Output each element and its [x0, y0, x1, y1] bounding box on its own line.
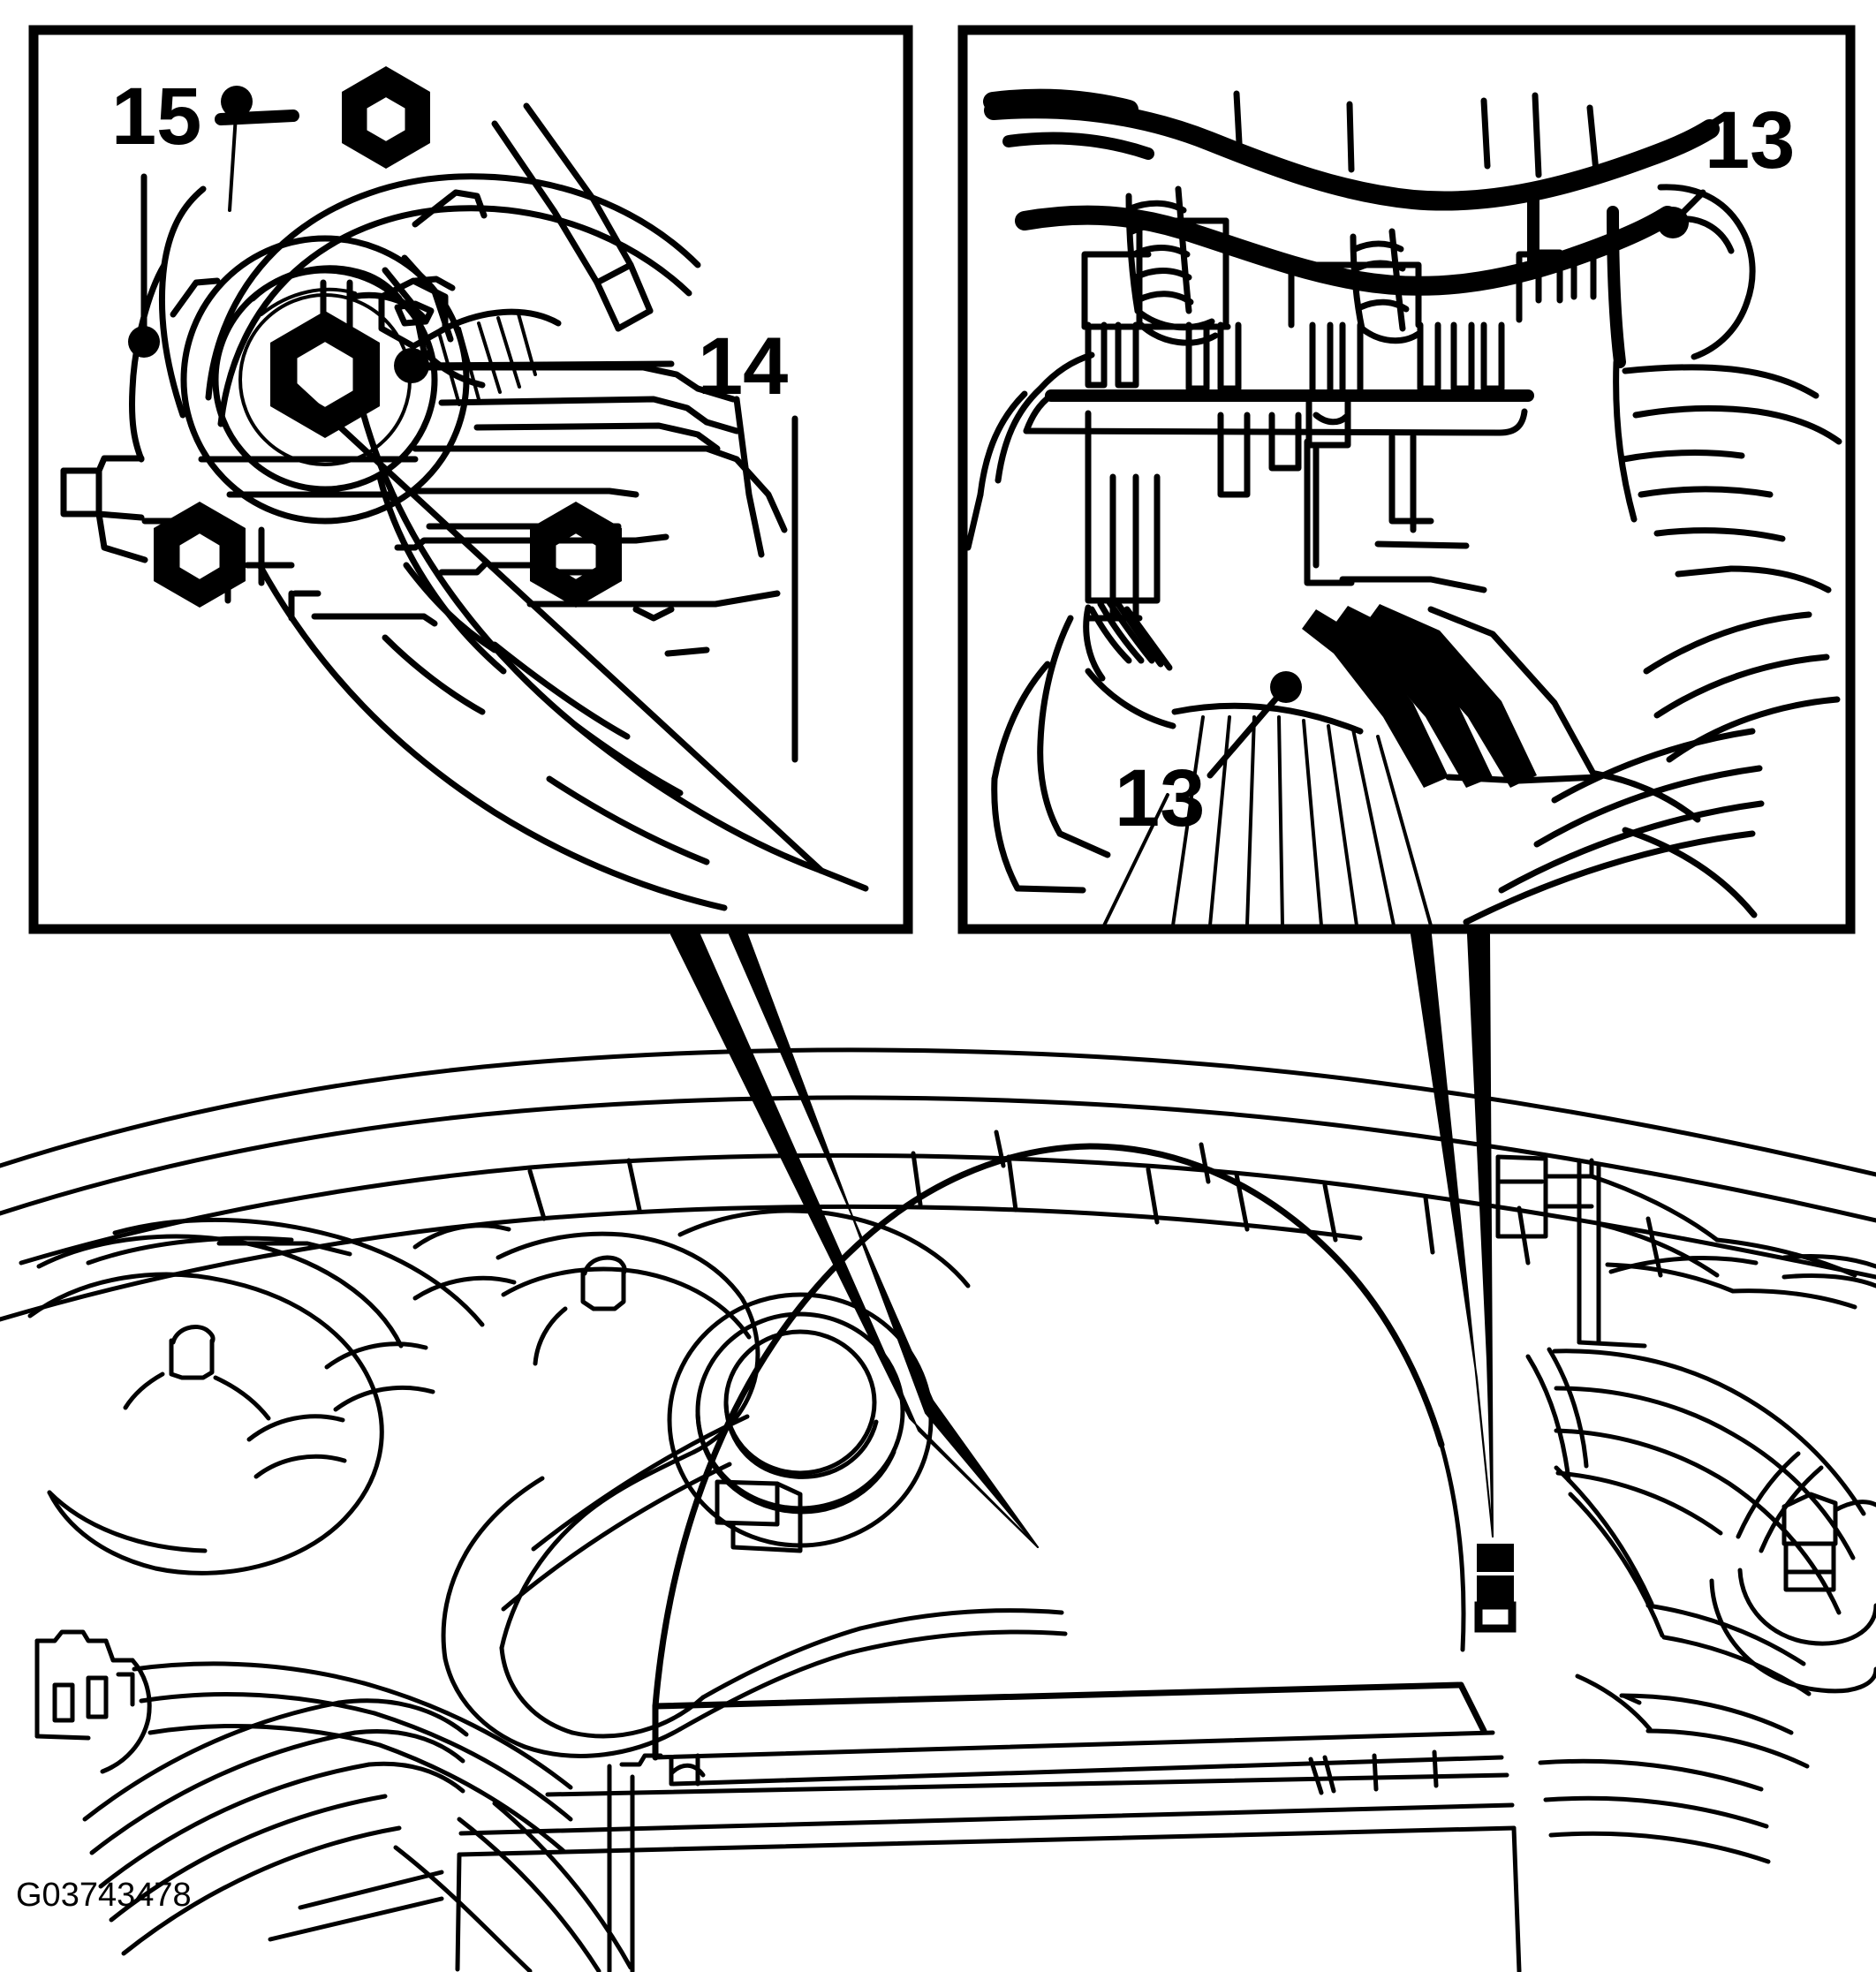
oil-filler-cap-outer	[667, 1292, 934, 1548]
marker-block-2	[1477, 1575, 1514, 1602]
callout-13-lower-dot	[1270, 671, 1302, 703]
callout-label-15: 15	[111, 72, 201, 162]
callout-label-13-upper: 13	[1705, 95, 1795, 185]
callout-14-leader	[394, 348, 675, 383]
right-inset-panel: 13 13	[957, 25, 1856, 934]
callout-13-upper-leader	[1657, 189, 1706, 238]
left-inset-panel-border	[28, 25, 913, 934]
callout-14-dot	[394, 348, 429, 383]
callout-label-13-lower: 13	[1115, 753, 1205, 843]
marker-block-3-outline	[1474, 1601, 1517, 1633]
callout-15-dot-lower	[128, 326, 160, 358]
pointer-to-right-inset-b	[1467, 933, 1494, 1538]
left-inset-panel: 15 14	[28, 25, 913, 934]
right-inset-panel-border	[957, 25, 1856, 934]
pointer-to-left-inset-b	[729, 933, 1039, 1548]
marker-block-1	[1477, 1544, 1514, 1572]
left-inset-artwork	[60, 66, 869, 911]
callout-13-lower-leader	[1207, 671, 1302, 779]
location-marker-stack	[1474, 1544, 1517, 1633]
inset-pointers	[670, 933, 1494, 1548]
callout-15-leader	[128, 86, 299, 358]
figure-id-label: G03743478	[16, 1877, 192, 1914]
callout-13-upper-dot	[1657, 207, 1689, 238]
right-inset-artwork	[964, 88, 1842, 927]
engine-compartment-overview	[0, 1047, 1876, 1972]
callout-label-14: 14	[698, 321, 788, 412]
